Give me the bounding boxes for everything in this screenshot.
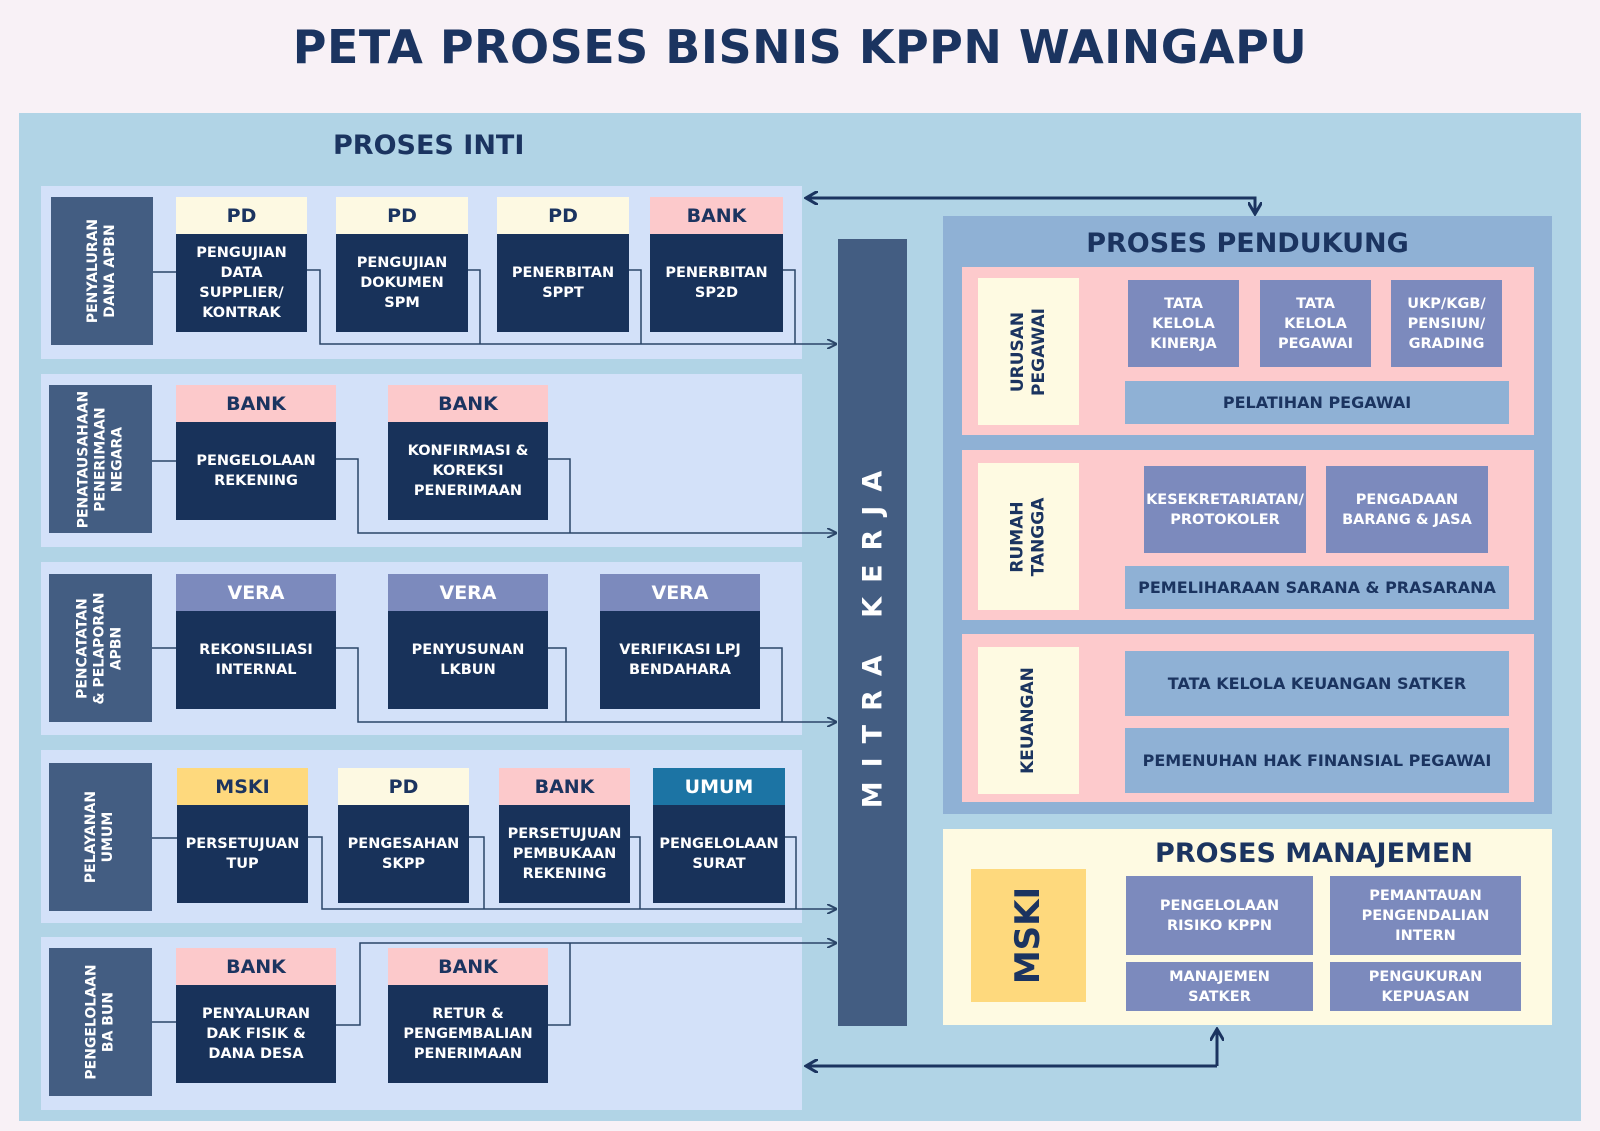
tag-bank: BANK bbox=[650, 197, 783, 234]
tag-vera: VERA bbox=[388, 574, 548, 611]
item-ukp-kgb-pensiun[interactable]: UKP/KGB/PENSIUN/GRADING bbox=[1391, 280, 1502, 367]
tag-vera: VERA bbox=[600, 574, 760, 611]
proses-inti-title: PROSES INTI bbox=[333, 130, 525, 161]
item-pelatihan-pegawai[interactable]: PELATIHAN PEGAWAI bbox=[1125, 381, 1509, 424]
item-tata-kelola-keuangan-satker[interactable]: TATA KELOLA KEUANGAN SATKER bbox=[1125, 651, 1509, 716]
tag-bank: BANK bbox=[176, 385, 336, 422]
tag-umum: UMUM bbox=[653, 768, 785, 805]
tag-bank: BANK bbox=[176, 948, 336, 985]
tag-bank: BANK bbox=[388, 948, 548, 985]
group-label-keuangan: KEUANGAN bbox=[978, 647, 1079, 794]
item-kesekretariatan-protokoler[interactable]: KESEKRETARIATAN/PROTOKOLER bbox=[1144, 466, 1306, 553]
mitra-kerja-bar: MITRA KERJA bbox=[838, 239, 907, 1026]
item-pemenuhan-hak-finansial[interactable]: PEMENUHAN HAK FINANSIAL PEGAWAI bbox=[1125, 728, 1509, 793]
proses-pendukung-title: PROSES PENDUKUNG bbox=[1086, 228, 1409, 259]
tag-pd: PD bbox=[336, 197, 468, 234]
tag-bank: BANK bbox=[388, 385, 548, 422]
proses-manajemen-title: PROSES MANAJEMEN bbox=[1155, 838, 1473, 869]
item-pemeliharaan-sarana[interactable]: PEMELIHARAAN SARANA & PRASARANA bbox=[1125, 566, 1509, 609]
mski-block: MSKI bbox=[971, 869, 1086, 1002]
tag-pd: PD bbox=[338, 768, 469, 805]
tag-bank: BANK bbox=[499, 768, 630, 805]
tag-pd: PD bbox=[497, 197, 629, 234]
page-title: PETA PROSES BISNIS KPPN WAINGAPU bbox=[292, 20, 1308, 74]
tag-pd: PD bbox=[176, 197, 307, 234]
tag-vera: VERA bbox=[176, 574, 336, 611]
tag-mski: MSKI bbox=[177, 768, 308, 805]
